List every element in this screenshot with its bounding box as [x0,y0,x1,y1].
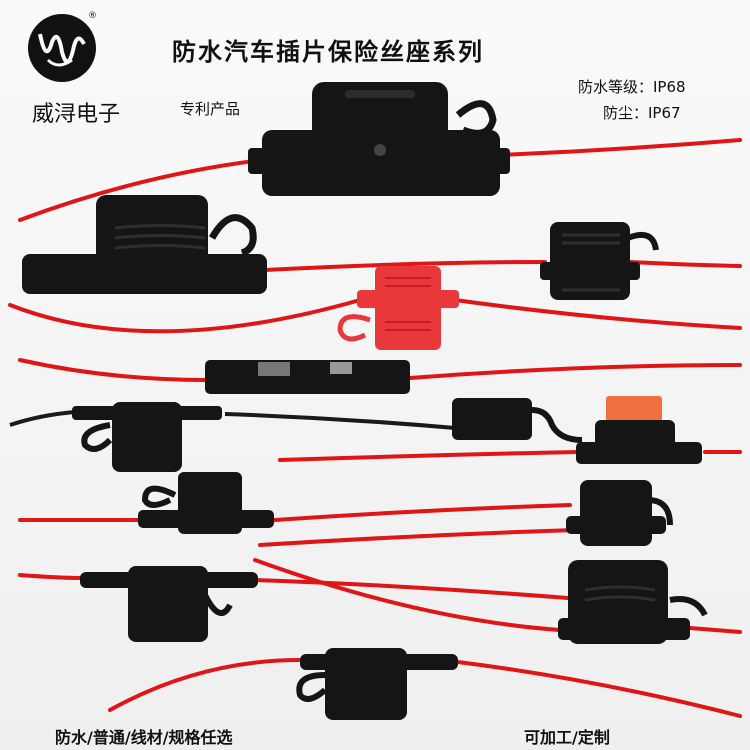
large-fuse-holder [248,82,510,196]
fuse-holders [22,82,708,720]
wire [278,450,580,462]
wire [253,578,570,600]
red-fuse-holder [337,266,459,350]
footer-custom: 可加工/定制 [524,728,610,747]
wire [453,298,742,330]
wire [18,358,207,382]
wire [628,260,742,268]
mini-fuse-holder [72,402,222,472]
wire [498,138,742,157]
wire [18,158,264,222]
wire [688,626,742,634]
wire [408,363,742,380]
brand-name: 威浔电子 [32,102,121,127]
black-wire [9,410,76,427]
wire [8,298,362,334]
wire [263,260,547,272]
black-wire [224,412,456,430]
wire [108,658,302,712]
waterproof-rating: 防水等级：IP68 [578,78,686,96]
fuse-holder-cap [452,398,583,443]
large-fuse-holder [22,195,267,294]
mini-fuse-holder [296,648,458,720]
page-title: 防水汽车插片保险丝座系列 [172,38,484,66]
wire [18,573,84,580]
patent-label: 专利产品 [180,100,241,118]
footer-options: 防水/普通/线材/规格任选 [55,728,233,747]
wire [253,558,562,632]
mini-fuse-holder [80,566,258,642]
inline-fuse-holder [205,360,410,394]
wire [258,528,577,547]
mini-fuse-holder [138,472,274,534]
open-fuse-holder [576,396,702,464]
wire [456,660,742,718]
wire [273,503,572,522]
large-fuse-holder [558,560,708,644]
dustproof-rating: 防尘：IP67 [603,104,681,122]
trademark-mark: ® [88,11,97,21]
wires [8,138,742,718]
mini-fuse-holder [566,480,673,546]
w-swirl-logo-icon: ® [28,11,97,82]
mini-fuse-holder [540,222,659,300]
